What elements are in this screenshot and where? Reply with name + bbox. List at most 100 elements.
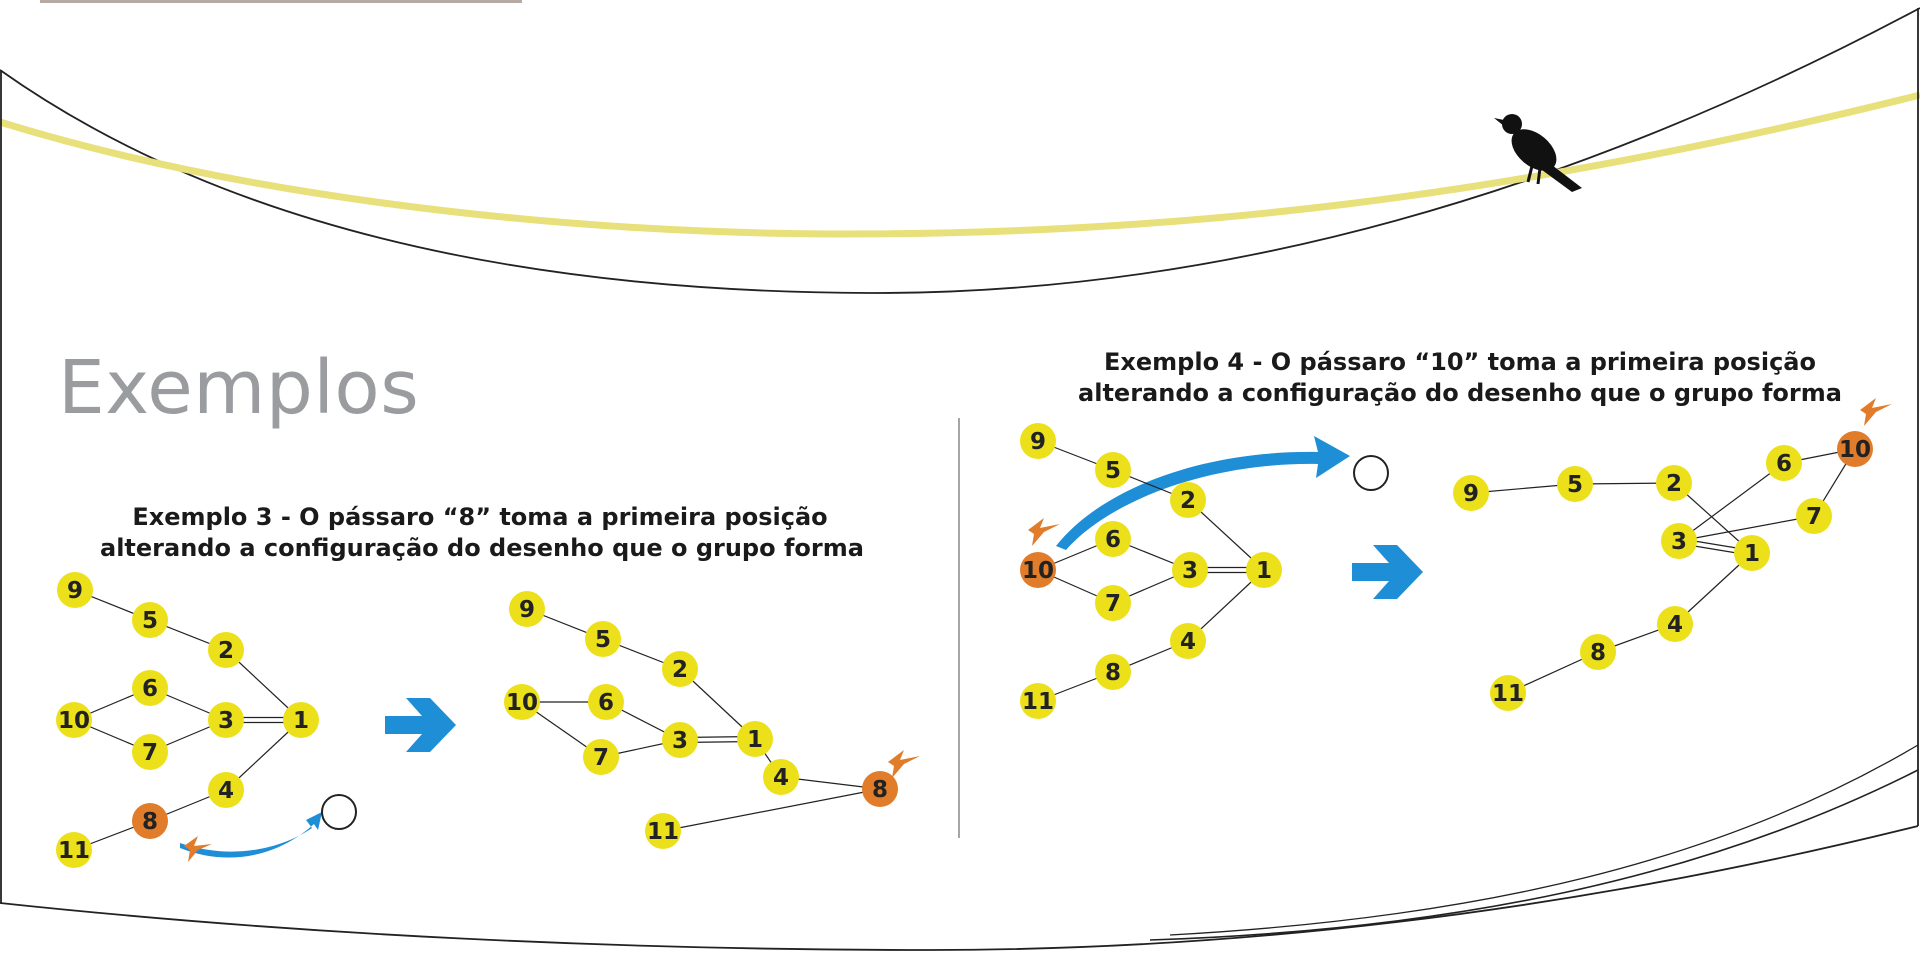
bird-node: 9 [1453,475,1489,511]
bird-node-circle [1766,445,1802,481]
bird-node-label: 6 [142,676,158,702]
bird-node: 10 [56,702,92,738]
bird-node-circle [1246,552,1282,588]
bird-node: 8 [132,803,168,839]
bird-node-label: 7 [593,745,609,771]
graph-edge [662,788,881,832]
bird-node: 2 [1170,482,1206,518]
bird-node-circle [1657,606,1693,642]
bird-node-label: 11 [1022,689,1054,715]
bird-node-circle [1020,683,1056,719]
bird-node: 11 [645,813,681,849]
bird-node-label: 6 [598,690,614,716]
bird-node-label: 1 [1256,558,1272,584]
bird-node: 1 [1246,552,1282,588]
swallow-icon [1028,518,1060,546]
bird-node-circle [57,572,93,608]
photo-strip-remnant [40,0,522,3]
bird-node-label: 10 [1022,558,1054,584]
page-bottom-curve [0,825,1919,951]
bird-node: 11 [1020,683,1056,719]
bird-node: 5 [1557,466,1593,502]
bird-node-label: 8 [872,777,888,803]
bird-node: 2 [1656,465,1692,501]
bird-node-circle [1557,466,1593,502]
bird-node: 6 [588,684,624,720]
bird-node-label: 10 [58,708,90,734]
bird-node: 7 [1095,585,1131,621]
bird-node: 3 [662,722,698,758]
bird-node-circle [132,803,168,839]
bird-node: 9 [1020,423,1056,459]
bird-node: 10 [1837,431,1873,467]
bird-node-label: 8 [1105,660,1121,686]
bird-node-label: 7 [1806,504,1822,530]
bird-node-label: 8 [142,809,158,835]
bird-node: 5 [1095,452,1131,488]
bird-node: 6 [1766,445,1802,481]
bird-node-circle [509,591,545,627]
bird-node: 11 [56,832,92,868]
bird-node-circle [1095,585,1131,621]
bird-node-label: 4 [1667,612,1683,638]
bird-node-label: 1 [747,727,763,753]
example-3-caption-line-2: alterando a configuração do desenho que … [100,534,864,562]
right-arrow-icon [385,698,456,752]
power-line-wire [0,91,1920,238]
bird-node: 4 [1657,606,1693,642]
bird-node-label: 10 [506,690,538,716]
bird-node-circle [1095,452,1131,488]
example-3-caption: Exemplo 3 - O pássaro “8” toma a primeir… [100,502,864,564]
swallow-icon [1860,398,1892,426]
bird-node-label: 9 [1030,429,1046,455]
bird-node-label: 4 [773,765,789,791]
bird-node: 4 [1170,623,1206,659]
bird-node-circle [1490,675,1526,711]
bird-node-label: 6 [1105,527,1121,553]
bird-node: 7 [583,739,619,775]
bird-node-label: 2 [1666,471,1682,497]
bird-node-circle [1734,535,1770,571]
bird-node-circle [1095,521,1131,557]
bird-node-circle [1656,465,1692,501]
bird-node-circle [1095,654,1131,690]
bird-node-circle [1796,498,1832,534]
page-curl-inner [1169,744,1919,936]
page-curl-outer [1149,769,1919,941]
bird-node-label: 6 [1776,451,1792,477]
bird-node-circle [1020,552,1056,588]
bird-node-label: 7 [1105,591,1121,617]
bird-node-label: 1 [1744,541,1760,567]
bird-node-circle [1580,634,1616,670]
bird-node: 3 [208,702,244,738]
bird-node-circle [583,739,619,775]
bird-node-circle [662,651,698,687]
bird-node-label: 11 [647,819,679,845]
bird-node: 4 [208,772,244,808]
bird-node: 1 [1734,535,1770,571]
bird-node-circle [132,602,168,638]
bird-node-label: 10 [1839,437,1871,463]
bird-node: 9 [509,591,545,627]
bird-node-circle [208,772,244,808]
bird-node-circle [585,621,621,657]
bird-node-circle [737,721,773,757]
bird-node-label: 5 [595,627,611,653]
bird-node-circle [862,771,898,807]
bird-node-circle [132,670,168,706]
curved-arrow-icon [1056,436,1350,550]
page-title: Exemplos [58,345,420,431]
bird-node-circle [662,722,698,758]
bird-node-label: 11 [58,838,90,864]
crow-silhouette-icon [1494,114,1582,192]
bird-node-label: 11 [1492,681,1524,707]
bird-node-label: 5 [142,608,158,634]
bird-node: 5 [132,602,168,638]
bird-node-circle [1170,482,1206,518]
bird-node: 6 [132,670,168,706]
bird-node-label: 3 [672,728,688,754]
bird-node-label: 4 [218,778,234,804]
empty-position-circle-icon [321,794,357,830]
bird-node: 10 [504,684,540,720]
bird-node-circle [1453,475,1489,511]
